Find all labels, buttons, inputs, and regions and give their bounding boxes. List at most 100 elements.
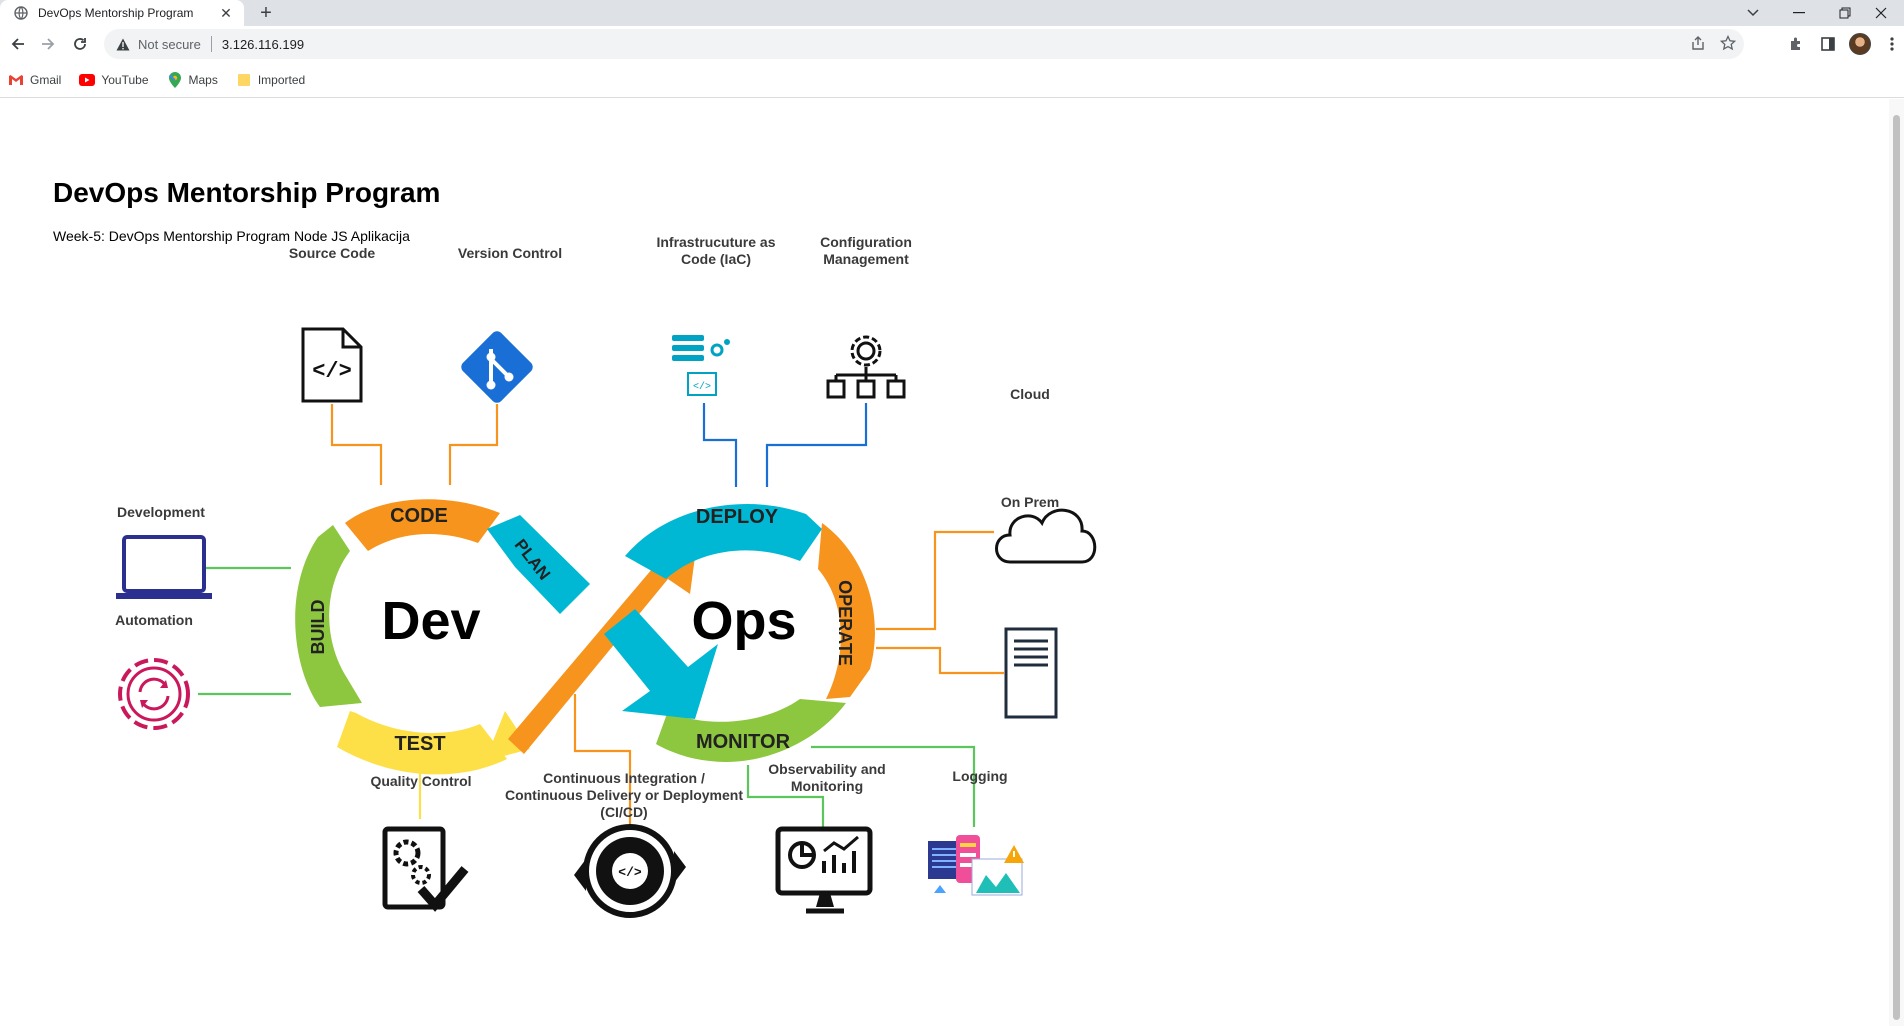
svg-text:</>: </> bbox=[693, 381, 711, 393]
stage-operate-label: OPERATE bbox=[835, 580, 855, 666]
connector-cloud bbox=[876, 530, 994, 631]
tab-close-icon[interactable]: ✕ bbox=[220, 4, 232, 21]
label-observability-line2: Monitoring bbox=[790, 778, 864, 794]
browser-tab[interactable]: DevOps Mentorship Program ✕ bbox=[0, 0, 244, 26]
tab-title: DevOps Mentorship Program bbox=[38, 6, 194, 20]
label-development: Development bbox=[117, 504, 205, 520]
url-text[interactable]: 3.126.116.199 bbox=[221, 36, 305, 52]
stage-deploy-label: DEPLOY bbox=[696, 506, 779, 528]
side-panel-icon[interactable] bbox=[1816, 32, 1840, 56]
stage-monitor-label: MONITOR bbox=[696, 731, 791, 753]
svg-text:</>: </> bbox=[618, 865, 642, 880]
share-icon[interactable] bbox=[1690, 35, 1706, 56]
profile-avatar[interactable] bbox=[1848, 32, 1872, 56]
browser-toolbar: Not secure 3.126.116.199 bbox=[0, 26, 1904, 62]
restore-button[interactable] bbox=[1822, 0, 1868, 26]
label-version-control: Version Control bbox=[457, 245, 563, 261]
connector-config bbox=[765, 403, 868, 487]
bookmark-star-icon[interactable] bbox=[1719, 34, 1737, 56]
observability-monitor-icon bbox=[775, 826, 873, 914]
new-tab-button[interactable]: + bbox=[260, 2, 272, 24]
forward-button[interactable] bbox=[34, 30, 62, 58]
git-icon bbox=[461, 331, 533, 403]
omnibox-divider bbox=[210, 36, 212, 52]
connector-logging bbox=[811, 745, 976, 827]
label-logging: Logging bbox=[952, 768, 1008, 784]
label-config-line2: Management bbox=[823, 251, 909, 267]
laptop-icon bbox=[116, 535, 212, 599]
bookmark-youtube[interactable]: YouTube bbox=[79, 72, 149, 88]
cicd-gear-icon: </> bbox=[574, 824, 686, 918]
stage-build-arrow bbox=[295, 525, 362, 707]
back-button[interactable] bbox=[4, 30, 32, 58]
security-label[interactable]: Not secure bbox=[138, 36, 201, 52]
page-subtitle: Week-5: DevOps Mentorship Program Node J… bbox=[53, 228, 410, 244]
globe-icon bbox=[14, 6, 28, 20]
stage-release-arrow bbox=[508, 519, 700, 754]
devops-infinity-diagram: </> </> bbox=[116, 327, 1097, 918]
bookmark-folder-imported[interactable]: Imported bbox=[236, 72, 305, 88]
server-icon bbox=[1004, 627, 1058, 719]
stage-code-arrow bbox=[345, 499, 500, 551]
address-bar[interactable]: Not secure 3.126.116.199 bbox=[104, 29, 1744, 59]
label-quality-control: Quality Control bbox=[370, 773, 472, 789]
bookmark-label: YouTube bbox=[101, 72, 149, 87]
ops-ring bbox=[604, 504, 875, 762]
stage-test-arrow bbox=[337, 711, 507, 775]
label-cloud: Cloud bbox=[1010, 386, 1050, 402]
label-automation: Automation bbox=[115, 612, 193, 628]
center-dev-label: Dev bbox=[381, 591, 480, 651]
bookmark-label: Gmail bbox=[30, 72, 62, 87]
svg-text:</>: </> bbox=[312, 359, 352, 384]
vertical-scrollbar[interactable] bbox=[1889, 99, 1904, 1026]
bookmark-gmail[interactable]: Gmail bbox=[8, 72, 61, 88]
stage-plan-arrow bbox=[487, 515, 590, 614]
folder-icon bbox=[236, 72, 252, 88]
youtube-icon bbox=[79, 72, 96, 88]
source-code-icon: </> bbox=[301, 327, 363, 403]
page-content: DevOps Mentorship Program Week-5: DevOps… bbox=[0, 99, 1904, 1026]
quality-control-icon bbox=[382, 826, 469, 912]
bookmark-maps[interactable]: Maps bbox=[167, 71, 218, 88]
label-iac: Infrastrucuture as Code (IaC) bbox=[636, 234, 796, 268]
connector-cicd bbox=[573, 694, 632, 824]
gmail-icon bbox=[8, 72, 24, 88]
connector-iac bbox=[702, 403, 738, 487]
label-on-prem: On Prem bbox=[1000, 494, 1060, 510]
label-observability-line1: Observability and bbox=[768, 761, 886, 777]
stage-deploy-arrow bbox=[625, 504, 822, 579]
stage-code-label: CODE bbox=[390, 505, 448, 527]
center-ops-label: Ops bbox=[691, 591, 796, 651]
tab-strip: DevOps Mentorship Program ✕ + bbox=[0, 0, 1904, 26]
extensions-icon[interactable] bbox=[1784, 32, 1808, 56]
bookmark-label: Imported bbox=[257, 72, 306, 87]
connector-onprem bbox=[876, 646, 1004, 675]
automation-gear-icon bbox=[118, 658, 190, 730]
config-management-icon bbox=[826, 335, 906, 399]
minimize-button[interactable] bbox=[1776, 0, 1822, 26]
stage-test-label: TEST bbox=[394, 733, 445, 755]
tab-search-icon[interactable] bbox=[1730, 0, 1776, 26]
scrollbar-thumb[interactable] bbox=[1893, 115, 1900, 1020]
page-title: DevOps Mentorship Program bbox=[53, 177, 441, 208]
cloud-icon bbox=[995, 508, 1097, 564]
label-iac-line2: Code (IaC) bbox=[681, 251, 751, 267]
label-observability: Observability and Monitoring bbox=[752, 761, 902, 795]
reload-button[interactable] bbox=[66, 30, 94, 58]
stage-cyan-return-arrow bbox=[604, 609, 718, 719]
bookmark-label: Maps bbox=[188, 72, 218, 87]
menu-kebab-icon[interactable] bbox=[1880, 32, 1904, 56]
connector-version-control bbox=[448, 404, 499, 485]
stage-build-label: BUILD bbox=[308, 600, 328, 655]
iac-icon: </> bbox=[672, 335, 730, 396]
label-cicd-line1: Continuous Integration / bbox=[543, 770, 705, 786]
connector-source-code bbox=[330, 404, 383, 485]
label-config: Configuration Management bbox=[806, 234, 926, 268]
maps-icon bbox=[167, 71, 183, 88]
label-cicd-line3: (CI/CD) bbox=[600, 804, 648, 820]
stage-monitor-arrow bbox=[656, 699, 846, 762]
warning-icon[interactable] bbox=[114, 35, 132, 53]
bookmarks-bar: Gmail YouTube Maps Imported bbox=[0, 62, 1904, 98]
logging-icon bbox=[928, 835, 1024, 896]
close-window-button[interactable] bbox=[1858, 0, 1904, 26]
